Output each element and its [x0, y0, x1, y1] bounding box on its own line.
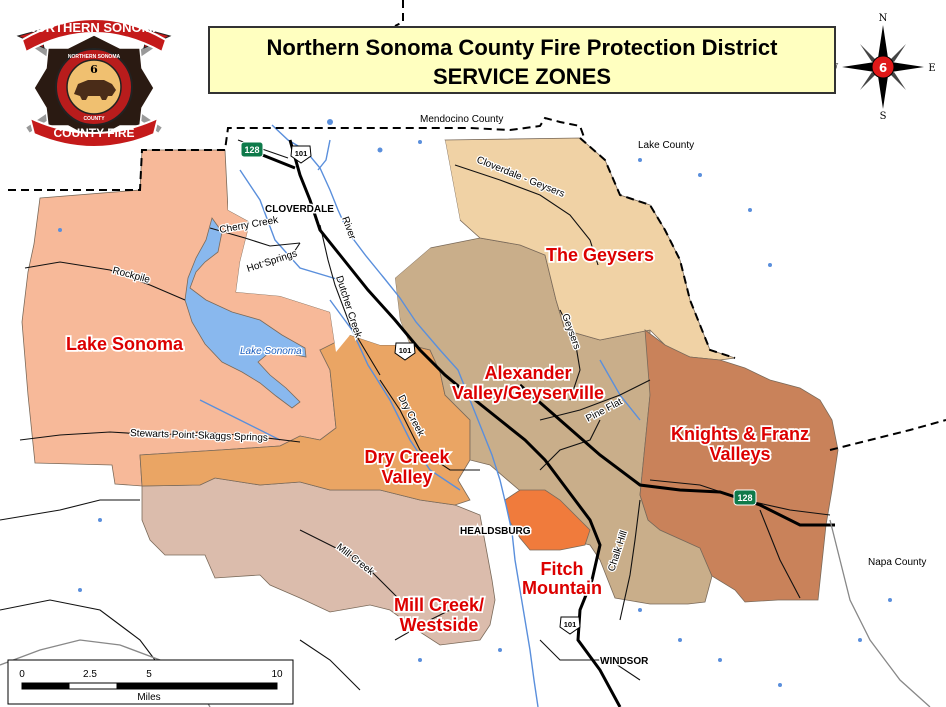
logo-ring-top: NORTHERN SONOMA: [68, 54, 121, 60]
logo-number: 6: [90, 63, 98, 76]
highway-128-east: [519, 383, 835, 527]
zone-label-mill-creek-line1: Mill Creek/: [394, 595, 484, 615]
county-label-lake: Lake County: [638, 140, 694, 151]
logo-top-text: NORTHERN SONOMA: [26, 20, 162, 35]
logo-ring-bottom: COUNTY: [83, 116, 105, 122]
logo-bottom-text: COUNTY FIRE: [53, 126, 134, 140]
zone-knights: [639, 329, 839, 603]
rivers: [199, 124, 641, 707]
shield-text: 101: [564, 620, 577, 629]
bear-icon: [74, 80, 116, 100]
map-subtitle: SERVICE ZONES: [432, 64, 612, 89]
zone-label-geysers: The Geysers: [546, 245, 654, 265]
zone-polygons: [21, 137, 839, 646]
town-label-windsor: WINDSOR: [600, 656, 649, 667]
shield-text: 128: [737, 493, 752, 503]
highway-101: [288, 139, 622, 707]
zone-label-knights-line2: Valleys: [709, 444, 770, 464]
scale-tick-3: 10: [271, 669, 283, 680]
zone-label-fitch-line1: Fitch: [541, 559, 584, 579]
scale-tick-2: 5: [146, 669, 152, 680]
lake-sonoma-water: [184, 217, 307, 409]
scale-tick-0: 0: [19, 669, 25, 680]
water-label-lake-sonoma: Lake Sonoma: [240, 346, 302, 357]
zone-label-alexander-line2: Valley/Geyserville: [452, 383, 604, 403]
map-title-box: Northern Sonoma County Fire Protection D…: [208, 26, 836, 94]
highway-101-south-shield: 101: [559, 616, 581, 635]
unzoned-area: [228, 140, 460, 352]
town-label-healdsburg: HEALDSBURG: [460, 526, 531, 537]
county-label-napa: Napa County: [868, 557, 926, 568]
highway-128-east-shield: 128: [733, 489, 757, 506]
ponds: [58, 119, 892, 687]
zone-label-fitch-line2: Mountain: [522, 578, 602, 598]
zone-label-knights-line1: Knights & Franz: [671, 424, 809, 444]
map-title: Northern Sonoma County Fire Protection D…: [266, 35, 778, 60]
zone-label-alexander-line1: Alexander: [484, 363, 571, 383]
shield-text: 101: [295, 149, 308, 158]
zone-label-dry-creek-line1: Dry Creek: [364, 447, 450, 467]
town-label-cloverdale: CLOVERDALE: [265, 204, 334, 215]
highway-128-north-shield: 128: [240, 141, 264, 158]
zone-label-mill-creek-line2: Westside: [400, 615, 479, 635]
zone-fitch: [504, 489, 591, 551]
scale-tick-1: 2.5: [83, 669, 97, 680]
county-label-mendocino: Mendocino County: [420, 114, 503, 125]
county-boundaries: [8, 0, 946, 451]
zone-label-dry-creek-line2: Valley: [381, 467, 432, 487]
russian-river: [271, 124, 539, 707]
compass-center-number: 6: [879, 61, 887, 75]
scale-unit: Miles: [137, 692, 160, 703]
compass-north: N: [879, 13, 888, 24]
highway-101-mid-shield: 101: [394, 342, 416, 361]
shield-text: 101: [399, 346, 412, 355]
zone-label-lake-sonoma: Lake Sonoma: [66, 334, 184, 354]
compass-east: E: [928, 63, 935, 74]
shield-text: 128: [244, 145, 259, 155]
compass-south: S: [880, 111, 887, 122]
highway-101-north-shield: 101: [290, 145, 312, 164]
scale-bar: 0 2.5 5 10 Miles: [7, 659, 294, 705]
district-logo: 6 NORTHERN SONOMA COUNTY NORTHERN SONOMA…: [16, 18, 172, 148]
compass-rose-icon: 6 N S W E: [828, 13, 936, 122]
